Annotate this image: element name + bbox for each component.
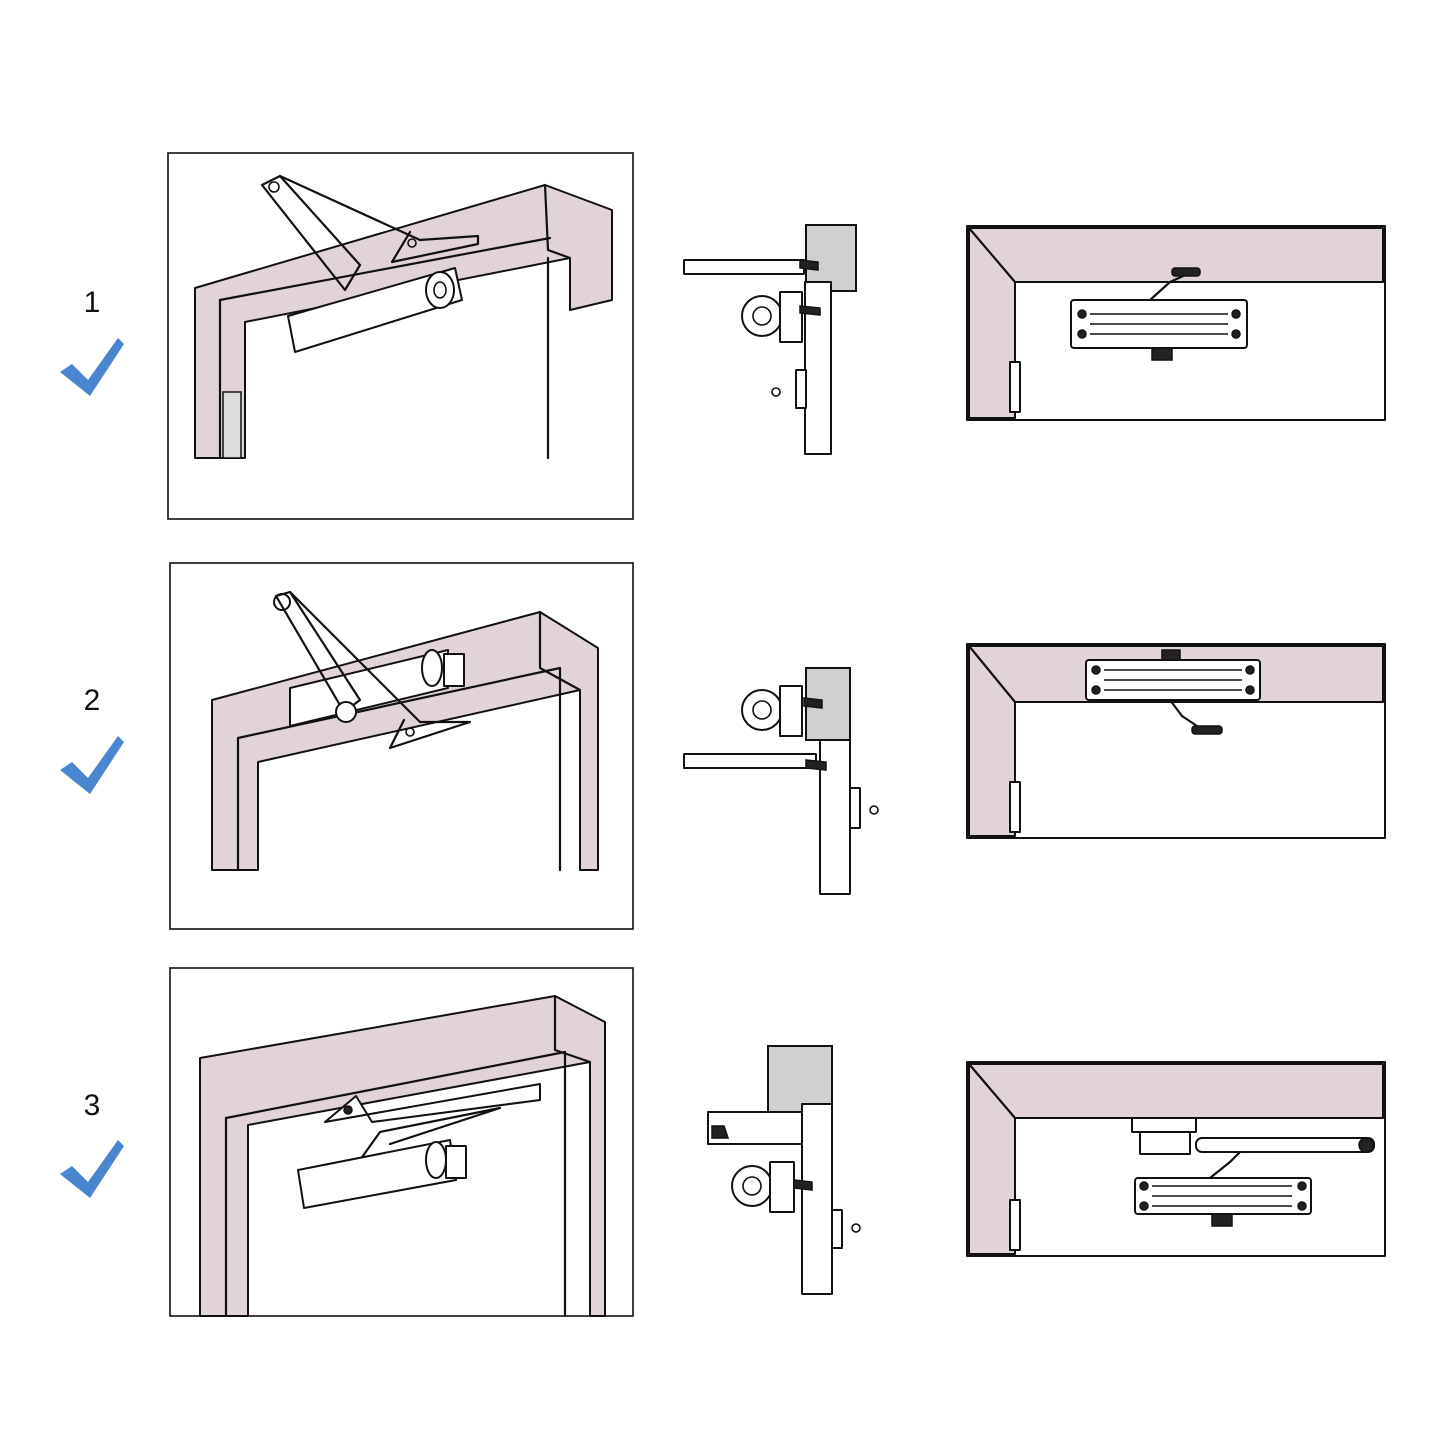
- front-view-1: [966, 225, 1386, 421]
- perspective-view-1: [167, 152, 634, 520]
- row-number-1: 1: [84, 286, 101, 319]
- check-mark-icon: [60, 1140, 124, 1198]
- row-3: 3: [60, 967, 1386, 1318]
- front-view-2: [966, 643, 1386, 839]
- perspective-view-3: [169, 967, 634, 1318]
- side-section-view-2: [683, 667, 879, 895]
- check-mark-icon: [60, 736, 124, 794]
- perspective-view-2: [169, 562, 634, 930]
- row-1: 1: [60, 152, 1386, 520]
- row-number-3: 3: [84, 1089, 101, 1122]
- side-section-view-1: [683, 224, 857, 455]
- front-view-3: [966, 1061, 1386, 1257]
- row-2: 2: [60, 562, 1386, 930]
- row-number-2: 2: [84, 684, 101, 717]
- side-section-view-3: [707, 1045, 861, 1295]
- check-mark-icon: [60, 338, 124, 396]
